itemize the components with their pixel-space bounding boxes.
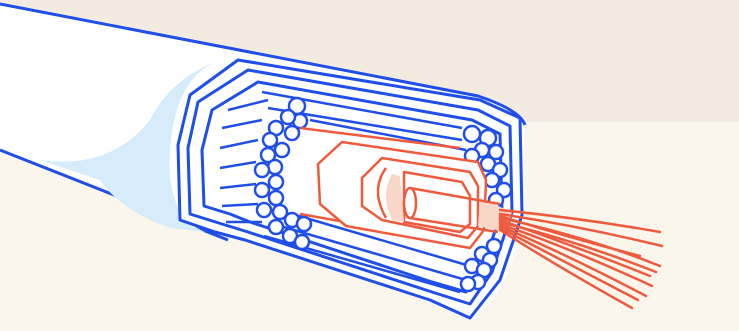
copper-strands [500,210,662,308]
